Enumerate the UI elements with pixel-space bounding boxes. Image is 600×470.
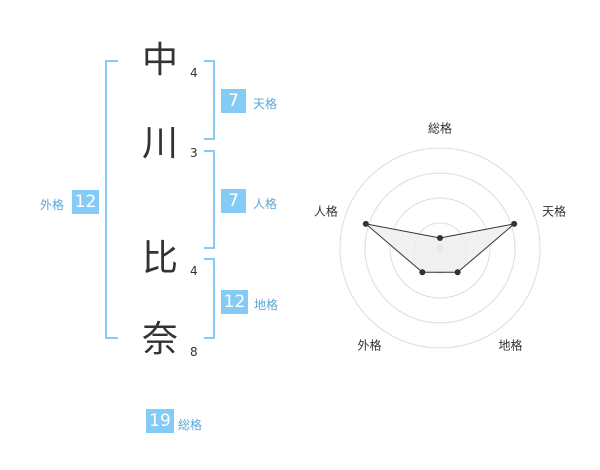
radar-grid-ring (364, 172, 516, 324)
jinkaku-value-badge: 7 (221, 189, 246, 213)
stroke-count-1: 4 (190, 66, 198, 80)
radar-axis-label-2: 天格 (542, 204, 567, 219)
radar-grid-ring (389, 197, 491, 299)
chikaku-value-badge: 12 (221, 290, 248, 314)
tenkaku-bracket (204, 60, 215, 140)
radar-point-1 (437, 235, 443, 241)
gaikaku-value-badge: 12 (72, 190, 99, 214)
name-char-3: 比 (141, 238, 178, 279)
stroke-count-3: 4 (190, 264, 198, 278)
chikaku-bracket (204, 258, 215, 339)
stroke-count-4: 8 (190, 345, 198, 359)
chikaku-label: 地格 (254, 298, 279, 312)
radar-grid-ring (339, 147, 541, 349)
jinkaku-bracket (204, 150, 215, 249)
radar-point-3 (454, 269, 461, 276)
radar-point-5 (362, 220, 369, 227)
jinkaku-label: 人格 (253, 197, 278, 211)
radar-axis-label-5: 人格 (313, 204, 338, 219)
radar-axis-label-3: 地格 (498, 338, 523, 353)
gaikaku-bracket (105, 60, 118, 339)
stroke-count-2: 3 (190, 146, 198, 160)
radar-point-2 (511, 220, 518, 227)
radar-area (364, 223, 516, 273)
radar-axis-label-4: 外格 (357, 338, 382, 353)
tenkaku-label: 天格 (253, 97, 278, 111)
tenkaku-value-badge: 7 (221, 89, 246, 113)
name-char-4: 奈 (141, 319, 178, 360)
radar-axis-label-1: 総格 (427, 121, 453, 136)
soukaku-label: 総格 (178, 418, 203, 432)
radar-point-4 (419, 269, 426, 276)
gaikaku-label: 外格 (40, 198, 65, 212)
soukaku-value-badge: 19 (146, 409, 174, 433)
name-char-2: 川 (141, 123, 178, 164)
name-char-1: 中 (141, 40, 178, 81)
